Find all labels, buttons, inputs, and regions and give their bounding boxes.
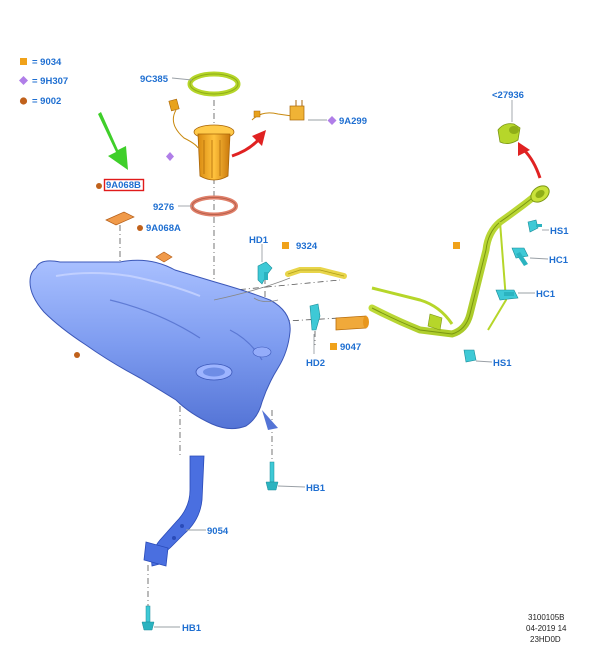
diamond-marker-icon — [327, 116, 337, 125]
legend: = 9034 = 9H307 = 9002 — [19, 57, 68, 107]
fuel-tank[interactable] — [29, 259, 291, 430]
callout-27936[interactable]: <27936 — [492, 90, 524, 101]
hose-clamp-HD1[interactable] — [257, 261, 273, 285]
filler-hose-9047[interactable] — [335, 315, 369, 331]
callout-9324[interactable]: 9324 — [296, 241, 318, 252]
callout-HS1-top[interactable]: HS1 — [550, 226, 569, 237]
curved-arrow-icon — [231, 130, 266, 158]
hose-clamp-HD2[interactable] — [309, 303, 321, 331]
diamond-marker-icon — [166, 152, 174, 161]
callout-9054[interactable]: 9054 — [207, 526, 229, 537]
callout-HB1-mid[interactable]: HB1 — [306, 483, 326, 494]
fuel-sender-unit[interactable] — [251, 100, 305, 121]
callout-9047[interactable]: 9047 — [340, 342, 361, 353]
diamond-marker-icon — [19, 76, 28, 85]
fuel-pump-module[interactable] — [168, 98, 235, 181]
callout-HD1[interactable]: HD1 — [249, 235, 269, 246]
circle-marker-icon — [96, 183, 102, 189]
curved-arrow-icon — [518, 142, 542, 179]
diagram-reference: 3100105B 04-2019 14 23HD0D — [526, 613, 567, 644]
legend-label-9034: = 9034 — [32, 57, 62, 68]
footer-line3: 23HD0D — [530, 635, 561, 644]
circle-marker-icon — [137, 225, 143, 231]
square-marker-icon — [453, 242, 460, 249]
legend-label-9H307: = 9H307 — [32, 76, 68, 87]
bolt-HB1-mid[interactable] — [265, 461, 279, 491]
tank-strap[interactable] — [143, 455, 205, 567]
square-marker-icon — [330, 343, 337, 350]
callout-HS1-bottom[interactable]: HS1 — [493, 358, 512, 369]
leader-lines — [154, 77, 549, 628]
lock-ring[interactable] — [187, 71, 241, 97]
legend-label-9002: = 9002 — [32, 96, 61, 107]
circle-marker-icon — [19, 97, 28, 105]
hose-clip-HC1-a[interactable] — [511, 247, 529, 266]
footer-line2: 04-2019 14 — [526, 624, 567, 633]
callout-9276[interactable]: 9276 — [153, 202, 174, 213]
fuel-filler-pipe[interactable] — [368, 183, 552, 338]
callout-9C385[interactable]: 9C385 — [140, 74, 169, 85]
screw-HS1-bottom[interactable] — [463, 349, 477, 363]
callouts: 9C385 9A299 <27936 9A068B 9276 9A068A HD… — [106, 74, 569, 634]
insulator-pad-9A068B[interactable] — [105, 211, 135, 226]
highlight-box — [103, 178, 145, 192]
callout-HC1-b[interactable]: HC1 — [536, 289, 556, 300]
insulator-pad-9A068A[interactable] — [155, 251, 173, 263]
callout-9A068A[interactable]: 9A068A — [146, 223, 181, 234]
bolt-HB1-bottom[interactable] — [141, 605, 155, 631]
square-marker-icon — [282, 242, 289, 249]
filler-cap-27936[interactable] — [497, 123, 521, 144]
circle-marker-icon — [74, 352, 80, 358]
callout-9A299[interactable]: 9A299 — [339, 116, 367, 127]
arrow-down-icon — [98, 112, 128, 170]
square-marker-icon — [20, 58, 27, 65]
footer-line1: 3100105B — [528, 613, 564, 622]
callout-HC1-a[interactable]: HC1 — [549, 255, 569, 266]
callout-HB1-bottom[interactable]: HB1 — [182, 623, 202, 634]
screw-HS1-top[interactable] — [527, 219, 542, 233]
hose-clip-HC1-b[interactable] — [495, 289, 519, 301]
vapor-hose-9324[interactable] — [285, 267, 347, 279]
callout-HD2[interactable]: HD2 — [306, 358, 325, 369]
callout-9A068B[interactable]: 9A068B — [106, 180, 141, 191]
